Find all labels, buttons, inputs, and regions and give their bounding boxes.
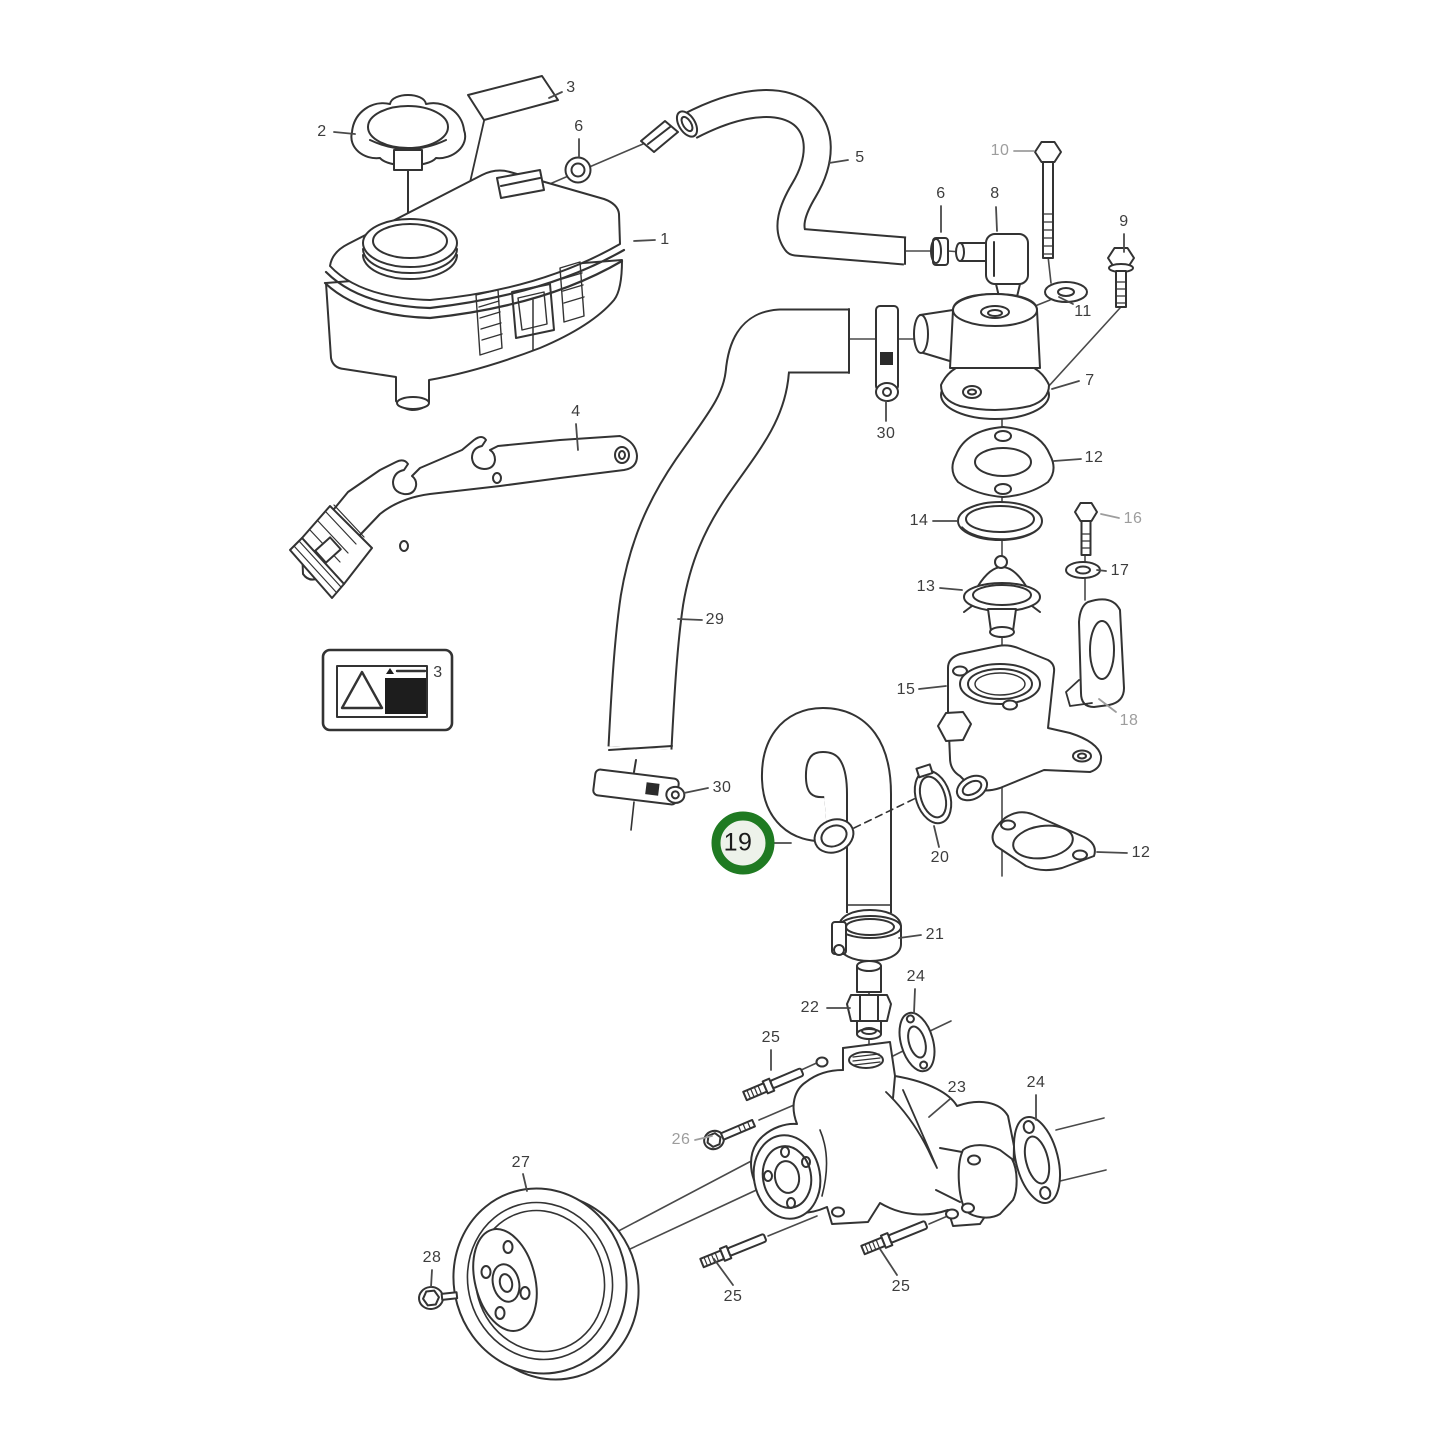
part-1-expansion-tank	[323, 120, 679, 411]
part-label-8[interactable]: 8	[990, 185, 1000, 202]
part-label-15[interactable]: 15	[896, 681, 916, 698]
part-12-gasket-upper	[951, 426, 1055, 498]
part-28-bolt	[418, 1285, 459, 1311]
part-6-clamp-top	[564, 156, 592, 184]
part-label-26[interactable]: 26	[671, 1131, 691, 1148]
part-label-12[interactable]: 12	[1084, 449, 1104, 466]
part-11-washer	[1044, 281, 1088, 303]
part-label-25[interactable]: 25	[891, 1278, 911, 1295]
part-label-7[interactable]: 7	[1085, 372, 1095, 389]
leader-lines-muted	[694, 150, 1120, 1141]
part-22-fitting	[846, 960, 892, 1040]
part-27-pulley	[452, 1187, 640, 1381]
part-14-seal-ring	[957, 501, 1043, 541]
part-label-3[interactable]: 3	[566, 79, 576, 96]
highlight-ring[interactable]	[711, 811, 775, 875]
part-label-9[interactable]: 9	[1119, 213, 1129, 230]
part-label-10[interactable]: 10	[990, 142, 1010, 159]
part-label-2[interactable]: 2	[317, 123, 327, 140]
part-label-16[interactable]: 16	[1123, 510, 1143, 527]
part-4-bracket	[289, 435, 638, 599]
part-7-thermostat-cover	[913, 293, 1050, 420]
part-25-stud-bottom-left	[699, 1233, 767, 1269]
part-30-clamp-bottom	[592, 768, 686, 831]
part-label-30[interactable]: 30	[712, 779, 732, 796]
part-label-11[interactable]: 11	[1074, 303, 1092, 320]
part-label-24[interactable]: 24	[906, 968, 926, 985]
part-21-clamp	[831, 909, 902, 962]
part-24-gasket-right	[1013, 1116, 1061, 1204]
part-30-clamp-right	[875, 305, 899, 402]
warning-triangle-icon	[340, 670, 384, 710]
part-label-1[interactable]: 1	[660, 231, 670, 248]
part-label-27[interactable]: 27	[511, 1154, 531, 1171]
part-label-25[interactable]: 25	[761, 1029, 781, 1046]
part-25-stud-top	[742, 1067, 805, 1102]
part-label-17[interactable]: 17	[1110, 562, 1130, 579]
part-label-14[interactable]: 14	[909, 512, 929, 529]
part-label-25[interactable]: 25	[723, 1288, 743, 1305]
part-label-24[interactable]: 24	[1026, 1074, 1046, 1091]
part-24-gasket-upper	[898, 1011, 936, 1073]
part-5-hose	[675, 89, 907, 266]
part-20-clamp	[913, 763, 953, 825]
part-26-bolt	[703, 1118, 756, 1151]
part-label-3[interactable]: 3	[433, 664, 443, 681]
part-23-water-pump	[750, 1041, 1018, 1227]
leader-lines	[333, 91, 1128, 1288]
part-label-21[interactable]: 21	[925, 926, 945, 943]
part-15-thermostat-housing	[937, 644, 1103, 802]
part-label-29[interactable]: 29	[705, 611, 725, 628]
part-label-23[interactable]: 23	[947, 1079, 967, 1096]
part-13-thermostat	[963, 555, 1041, 638]
part-label-19[interactable]: 19	[723, 828, 753, 857]
part-18-bracket	[1065, 598, 1125, 708]
part-label-20[interactable]: 20	[930, 849, 950, 866]
part-19-bypass-hose	[761, 707, 917, 913]
warning-black-panel	[385, 678, 426, 714]
part-label-30[interactable]: 30	[876, 425, 896, 442]
part-25-stud-bottom-center	[860, 1220, 928, 1256]
part-12-gasket-lower	[991, 811, 1096, 872]
part-17-washer	[1065, 561, 1101, 579]
part-label-12[interactable]: 12	[1131, 844, 1151, 861]
part-label-18[interactable]: 18	[1119, 712, 1139, 729]
part-10-bolt	[1034, 141, 1062, 259]
part-label-22[interactable]: 22	[800, 999, 820, 1016]
part-label-6[interactable]: 6	[936, 185, 946, 202]
part-label-6[interactable]: 6	[574, 118, 584, 135]
part-label-4[interactable]: 4	[571, 403, 581, 420]
part-label-13[interactable]: 13	[916, 578, 936, 595]
part-label-28[interactable]: 28	[422, 1249, 442, 1266]
part-3-warning-sticker	[321, 648, 454, 732]
part-29-long-hose	[607, 308, 850, 773]
warning-mini-triangle-icon	[386, 668, 394, 674]
part-9-bolt	[1107, 247, 1135, 308]
part-label-5[interactable]: 5	[855, 149, 865, 166]
part-6-clamp-right	[930, 237, 949, 266]
part-16-bolt	[1074, 502, 1098, 556]
